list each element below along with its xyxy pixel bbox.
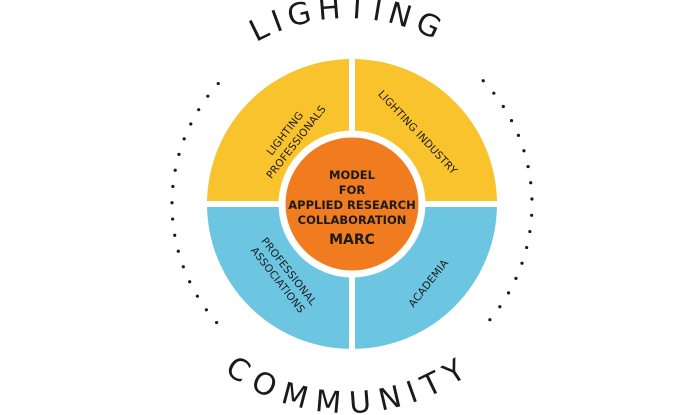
ring-dot xyxy=(525,245,529,250)
center-line-applied-research: APPLIED RESEARCH xyxy=(288,198,415,212)
center-circle xyxy=(278,130,426,278)
ring-dot xyxy=(181,265,185,269)
center-line-for: FOR xyxy=(339,183,366,197)
ring-dot xyxy=(514,276,518,280)
ring-dot xyxy=(530,197,534,201)
ring-dot xyxy=(216,81,220,86)
ring-dot xyxy=(171,184,175,189)
ring-dot xyxy=(173,233,177,237)
ring-dot xyxy=(526,164,530,169)
center-acronym: MARC xyxy=(329,232,375,248)
ring-dot xyxy=(498,305,502,309)
ring-dot xyxy=(189,122,193,126)
outer-label-bottom: COMMUNITY xyxy=(219,350,476,415)
ring-dot xyxy=(197,108,201,112)
ring-dot xyxy=(204,308,208,312)
ring-dot xyxy=(528,229,532,234)
ring-dot xyxy=(501,104,505,109)
outer-label-top: LIGHTING xyxy=(244,0,452,49)
ring-dot xyxy=(177,152,181,156)
ring-dot xyxy=(214,320,219,325)
ring-dot xyxy=(206,94,210,98)
ring-dot xyxy=(481,79,485,83)
dotted-outer-ring xyxy=(170,79,534,325)
center-line-model: MODEL xyxy=(329,168,376,182)
ring-dot xyxy=(171,217,175,221)
ring-dot xyxy=(516,133,521,138)
ring-dot xyxy=(520,261,524,265)
ring-dot xyxy=(488,318,492,322)
ring-dot xyxy=(195,294,199,298)
ring-dot xyxy=(173,168,177,172)
ring-dot xyxy=(188,280,192,284)
ring-dot xyxy=(522,149,526,153)
ring-dot xyxy=(506,291,511,295)
ring-dot xyxy=(176,249,180,253)
ring-dot xyxy=(492,91,496,95)
ring-dot xyxy=(509,119,514,123)
ring-dot xyxy=(170,201,174,205)
ring-dot xyxy=(182,137,186,141)
ring-dot xyxy=(530,213,534,217)
ring-dot xyxy=(529,181,533,185)
center-line-collaboration: COLLABORATION xyxy=(298,213,407,227)
